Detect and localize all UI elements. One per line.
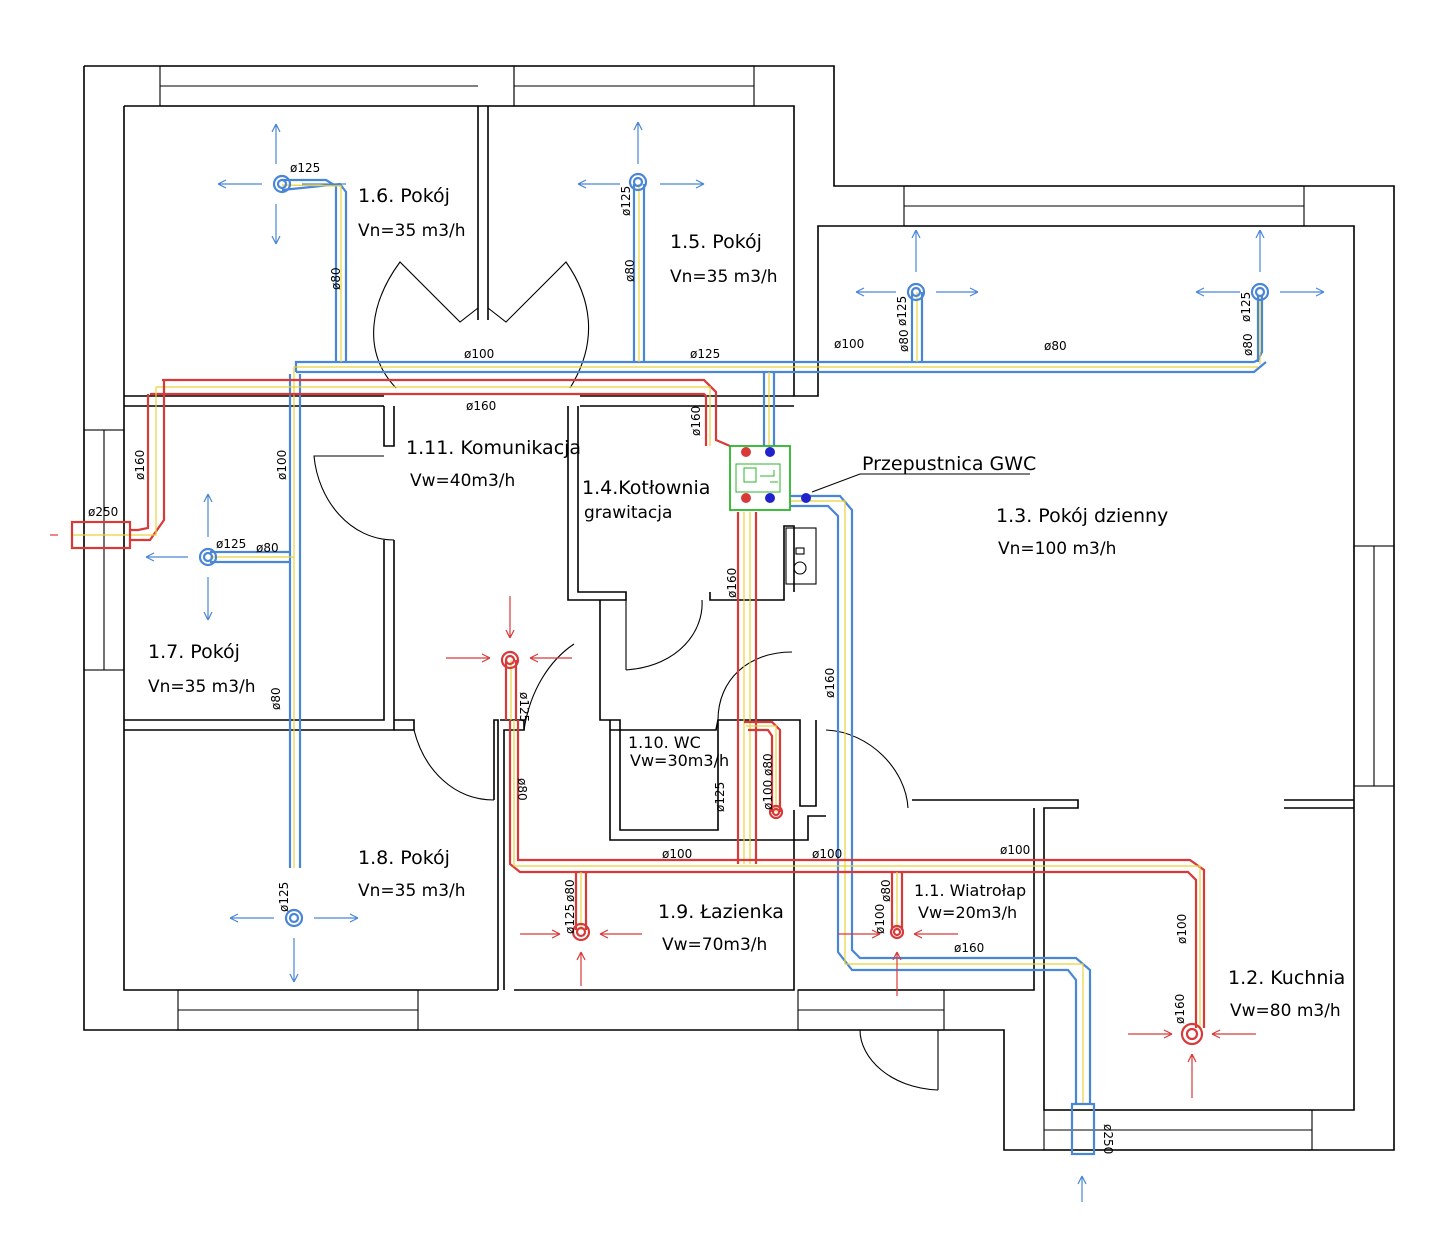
room-flow: Vw=70m3/h: [662, 935, 767, 955]
supply-duct-main: [294, 296, 1264, 372]
diameter-label: ø160: [823, 668, 837, 698]
extract-terminal: [889, 924, 905, 940]
diameter-label: ø160: [1173, 994, 1187, 1024]
room-name: 1.1. Wiatrołap: [914, 881, 1026, 900]
room-flow: Vn=35 m3/h: [148, 677, 256, 697]
extract-terminal: [1180, 1022, 1204, 1046]
diameter-label: ø100: [873, 904, 887, 934]
diameter-label: ø100: [812, 847, 842, 861]
diameter-label: ø125: [277, 882, 291, 912]
supply-terminal: [1250, 282, 1270, 302]
room-name: 1.11. Komunikacja: [406, 437, 581, 459]
diameter-label: ø80: [761, 753, 775, 776]
airflow-arrows: [50, 121, 1325, 1202]
supply-port-icon: [765, 493, 775, 503]
terminals: [198, 172, 1270, 1046]
room-name: 1.3. Pokój dzienny: [996, 505, 1168, 527]
diameter-label: ø160: [954, 941, 984, 955]
room-name: 1.9. Łazienka: [658, 901, 784, 923]
extract-terminal: [500, 650, 520, 670]
supply-port-icon: [765, 447, 775, 457]
gwc-damper-icon: [801, 493, 811, 503]
walls: [83, 65, 1395, 1151]
room-flow: Vw=30m3/h: [630, 751, 729, 770]
room-flow: Vw=20m3/h: [918, 903, 1017, 922]
diameter-label: ø125: [290, 161, 320, 175]
diameter-labels: ø125 ø80 ø125 ø80 ø100 ø125 ø100 ø125 ø8…: [88, 161, 1255, 1154]
diameter-label: ø80: [1044, 339, 1067, 353]
diameter-label: ø100: [761, 780, 775, 810]
room-name: 1.8. Pokój: [358, 847, 450, 869]
diameter-label: ø125: [619, 186, 633, 216]
extract-port-icon: [741, 447, 751, 457]
diameter-label: ø160: [133, 450, 147, 480]
diameter-label: ø250: [88, 505, 118, 519]
room-flow: Vw=80 m3/h: [1230, 1001, 1341, 1021]
diameter-label: ø125: [563, 904, 577, 934]
room-labels: 1.6. Pokój Vn=35 m3/h 1.5. Pokój Vn=35 m…: [148, 185, 1345, 1021]
supply-terminal: [906, 282, 926, 302]
diameter-label: ø100: [275, 450, 289, 480]
supply-terminal: [272, 174, 292, 194]
room-name: 1.6. Pokój: [358, 185, 450, 207]
ducts: [70, 178, 1267, 1156]
diameter-label: ø125: [690, 347, 720, 361]
diameter-label: ø100: [662, 847, 692, 861]
diameter-label: ø125: [517, 692, 531, 722]
diameter-label: ø100: [1175, 914, 1189, 944]
extract-terminal: [571, 922, 591, 942]
diameter-label: ø125: [1239, 292, 1253, 322]
diameter-label: ø80: [563, 879, 577, 902]
room-name: 1.10. WC: [628, 733, 701, 752]
diameter-label: ø160: [466, 399, 496, 413]
diameter-label: ø80: [1241, 333, 1255, 356]
diameter-label: ø100: [834, 337, 864, 351]
extract-duct-main: [150, 378, 731, 448]
supply-terminal: [198, 547, 218, 567]
supply-terminal: [628, 172, 648, 192]
room-name: Vn=35 m3/h: [670, 267, 778, 287]
room-flow: Vn=35 m3/h: [358, 221, 466, 241]
diameter-label: ø80: [623, 259, 637, 282]
diameter-label: ø80: [329, 267, 343, 290]
diameter-label: ø160: [725, 568, 739, 598]
extract-terminal: [768, 804, 784, 820]
room-flow: Vn=35 m3/h: [358, 881, 466, 901]
diameter-label: ø100: [464, 347, 494, 361]
diameter-label: ø160: [689, 406, 703, 436]
diameter-label: ø80: [269, 687, 283, 710]
diameter-label: ø100: [1000, 843, 1030, 857]
heat-recovery-unit: [729, 445, 1030, 511]
room-sub: grawitacja: [584, 503, 672, 523]
room-flow: Vn=100 m3/h: [998, 539, 1116, 559]
room-flow: Vw=40m3/h: [410, 471, 515, 491]
diameter-label: ø125: [713, 782, 727, 812]
extract-port-icon: [741, 493, 751, 503]
supply-terminal: [284, 908, 304, 928]
diameter-label: ø80: [897, 329, 911, 352]
diameter-label: ø80: [879, 879, 893, 902]
diameter-label: ø125: [895, 296, 909, 326]
room-name: 1.2. Kuchnia: [1228, 967, 1345, 989]
diameter-label: ø125: [216, 537, 246, 551]
damper-label: Przepustnica GWC: [862, 453, 1036, 475]
damper-leader-line: [811, 473, 1030, 493]
room-name: 1.7. Pokój: [148, 641, 240, 663]
diameter-label: ø250: [1101, 1124, 1115, 1154]
room-name: 1.4.Kotłownia: [582, 477, 710, 499]
diameter-label: ø80: [515, 778, 529, 801]
diameter-label: ø80: [256, 541, 279, 555]
room-name: 1.5. Pokój: [670, 231, 762, 253]
